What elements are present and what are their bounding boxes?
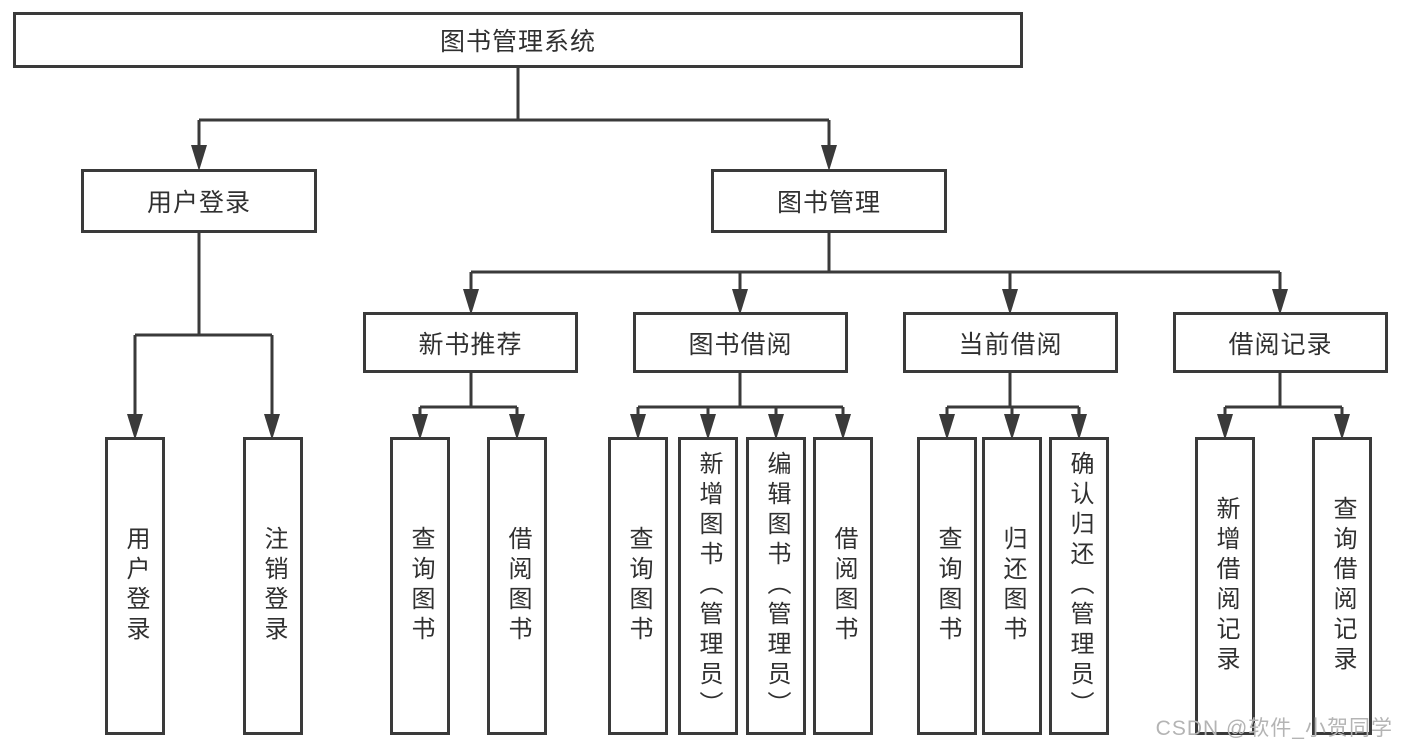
arrowhead-icon [1071,414,1087,440]
leaf-borrowing-borrow-books: 借阅图书 [813,437,873,735]
leaf-current-confirm-return-admin: 确认归还（管理员） [1049,437,1109,735]
leaf-borrowing-query-books: 查询图书 [608,437,668,735]
arrowhead-icon [630,414,646,440]
arrowhead-icon [821,145,837,171]
node-borrowing-records: 借阅记录 [1173,312,1388,373]
leaf-logout: 注销登录 [243,437,303,735]
node-new-book-recommend: 新书推荐 [363,312,578,373]
arrowhead-icon [1217,414,1233,440]
leaf-records-query-record: 查询借阅记录 [1312,437,1372,735]
arrowhead-icon [191,145,207,171]
node-current-borrowing: 当前借阅 [903,312,1118,373]
leaf-recommend-borrow-books: 借阅图书 [487,437,547,735]
watermark: CSDN @软件_小贺同学 [1155,717,1393,740]
arrowhead-icon [412,414,428,440]
arrowhead-icon [127,414,143,440]
arrowhead-icon [463,289,479,315]
leaf-current-query-books: 查询图书 [917,437,977,735]
arrowhead-icon [768,414,784,440]
arrowhead-icon [1272,289,1288,315]
arrowhead-icon [509,414,525,440]
leaf-user-login: 用户登录 [105,437,165,735]
arrowhead-icon [1002,289,1018,315]
arrowhead-icon [264,414,280,440]
arrowhead-icon [1334,414,1350,440]
leaf-current-return-books: 归还图书 [982,437,1042,735]
node-user-login: 用户登录 [81,169,317,233]
node-book-management: 图书管理 [711,169,947,233]
leaf-records-add-record: 新增借阅记录 [1195,437,1255,735]
leaf-borrowing-add-books-admin: 新增图书（管理员） [678,437,738,735]
arrowhead-icon [1004,414,1020,440]
connector-path [133,68,1344,418]
arrowhead-icon [700,414,716,440]
arrowhead-icon [732,289,748,315]
leaf-recommend-query-books: 查询图书 [390,437,450,735]
leaf-borrowing-edit-books-admin: 编辑图书（管理员） [746,437,806,735]
arrowhead-icon [835,414,851,440]
arrowhead-icon [939,414,955,440]
node-book-borrowing: 图书借阅 [633,312,848,373]
node-library-system-root: 图书管理系统 [13,12,1023,68]
arrowheads [127,145,1350,440]
